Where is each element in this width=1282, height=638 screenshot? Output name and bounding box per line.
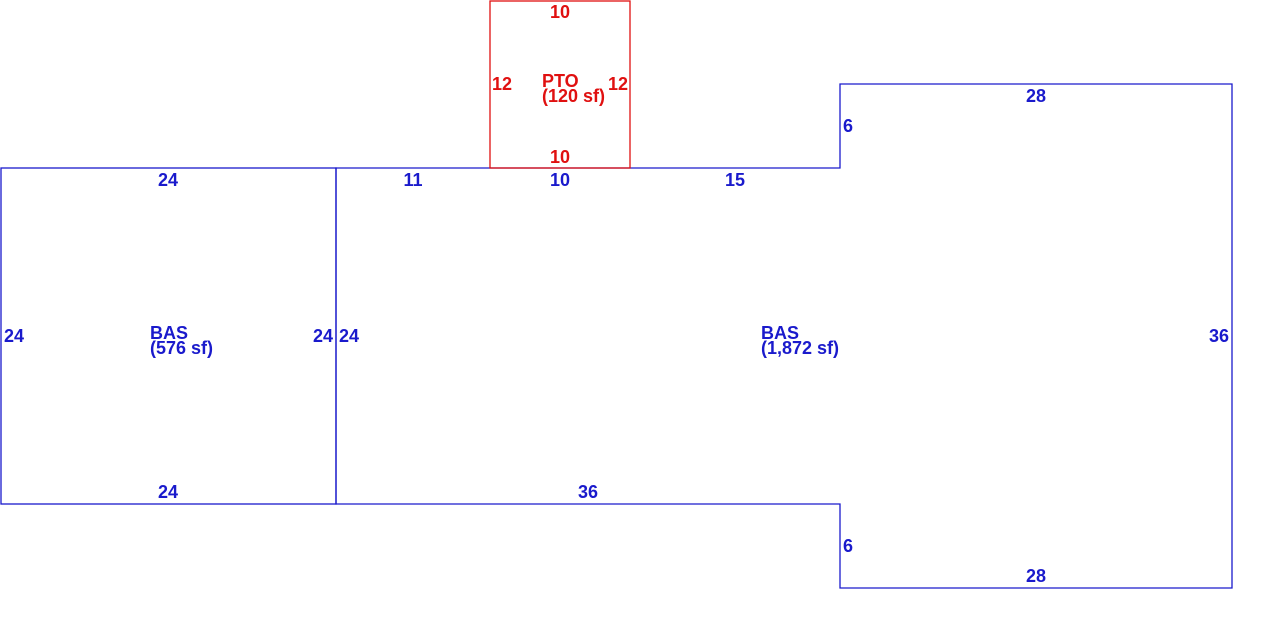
bas-main-dim-upper-top: 28 [1026,86,1046,106]
bas-main-dim-left: 24 [339,326,359,346]
bas-left-dim-top: 24 [158,170,178,190]
bas-main-dim-lower-step: 6 [843,536,853,556]
pto-area-size: (120 sf) [542,86,605,106]
bas-main-outline [335,83,1233,589]
bas-main-dim-top-3: 15 [725,170,745,190]
bas-main-dim-top-1: 11 [403,170,422,190]
pto-outline [489,0,631,169]
bas-left-dim-right: 24 [313,326,333,346]
bas-main-area-size: (1,872 sf) [761,338,839,358]
bas-main-area-code: BAS [761,323,799,343]
pto-dim-left: 12 [492,74,512,94]
bas-main-dim-upper-step: 6 [843,116,853,136]
pto-dim-right: 12 [608,74,628,94]
pto-dim-top: 10 [550,2,570,22]
bas-left-dim-left: 24 [4,326,24,346]
bas-main-dim-top-2: 10 [550,170,570,190]
bas-main-dim-right: 36 [1209,326,1229,346]
pto-area-code: PTO [542,71,579,91]
bas-main-dim-lower-bottom: 28 [1026,566,1046,586]
pto-dim-bottom: 10 [550,147,570,167]
bas-main-dim-bottom: 36 [578,482,598,502]
bas-left-area-size: (576 sf) [150,338,213,358]
bas-left-area-code: BAS [150,323,188,343]
bas-left-dim-bottom: 24 [158,482,178,502]
